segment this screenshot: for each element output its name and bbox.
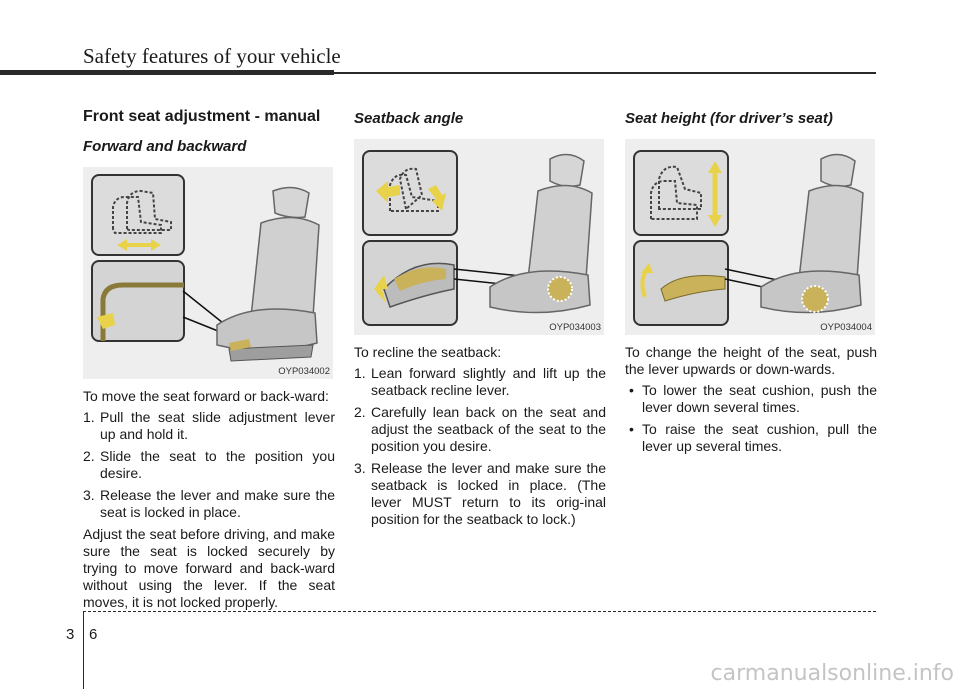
seat-height-illustration [633,150,864,326]
note-text: Adjust the seat before driving, and make… [83,526,335,610]
intro-text: To move the seat forward or back-ward: [83,388,329,404]
page-chapter: 3 [66,626,75,643]
list-item: 2.Slide the seat to the position you des… [83,448,335,481]
list-item: •To lower the seat cushion, push the lev… [629,382,877,415]
watermark: carmanualsonline.info [710,661,954,686]
list-item: 1.Lean forward slightly and lift up the … [354,365,606,398]
subsection-heading: Forward and backward [83,138,247,155]
list-item: 3.Release the lever and make sure the se… [83,487,335,520]
column-seat-height: Seat height (for driver’s seat) OYP03400… [625,108,877,460]
page-number: 6 [89,626,98,643]
header-rule-thin [334,72,876,74]
list-item: •To raise the seat cushion, pull the lev… [629,421,877,454]
bullet-list: •To lower the seat cushion, push the lev… [625,382,877,455]
column-forward-backward: Front seat adjustment - manual Forward a… [83,108,335,615]
column-seatback-angle: Seatback angle OYP034003 To recline the … [354,108,606,533]
header-rule-thick [0,70,334,75]
footer-rule [83,611,876,612]
section-heading: Front seat adjustment - manual [83,108,321,125]
subsection-heading: Seatback angle [354,110,464,127]
figure-seat-slide: OYP034002 [83,167,333,379]
steps-list: 1.Lean forward slightly and lift up the … [354,365,606,528]
list-item: 1.Pull the seat slide adjustment lever u… [83,409,335,442]
section-title: Safety features of your vehicle [83,44,341,68]
list-item: 2.Carefully lean back on the seat and ad… [354,404,606,454]
steps-list: 1.Pull the seat slide adjustment lever u… [83,409,335,521]
seatback-illustration [362,150,593,326]
list-item: 3.Release the lever and make sure the se… [354,460,606,527]
figure-code: OYP034003 [549,322,601,333]
seat-slide-illustration [91,174,320,362]
figure-seatback-recline: OYP034003 [354,139,604,335]
intro-text: To recline the seatback: [354,344,502,360]
footer-divider [83,611,84,689]
subsection-heading: Seat height (for driver’s seat) [625,110,833,127]
intro-text: To change the height of the seat, push t… [625,344,877,377]
figure-code: OYP034002 [278,366,330,377]
figure-seat-height: OYP034004 [625,139,875,335]
figure-code: OYP034004 [820,322,872,333]
